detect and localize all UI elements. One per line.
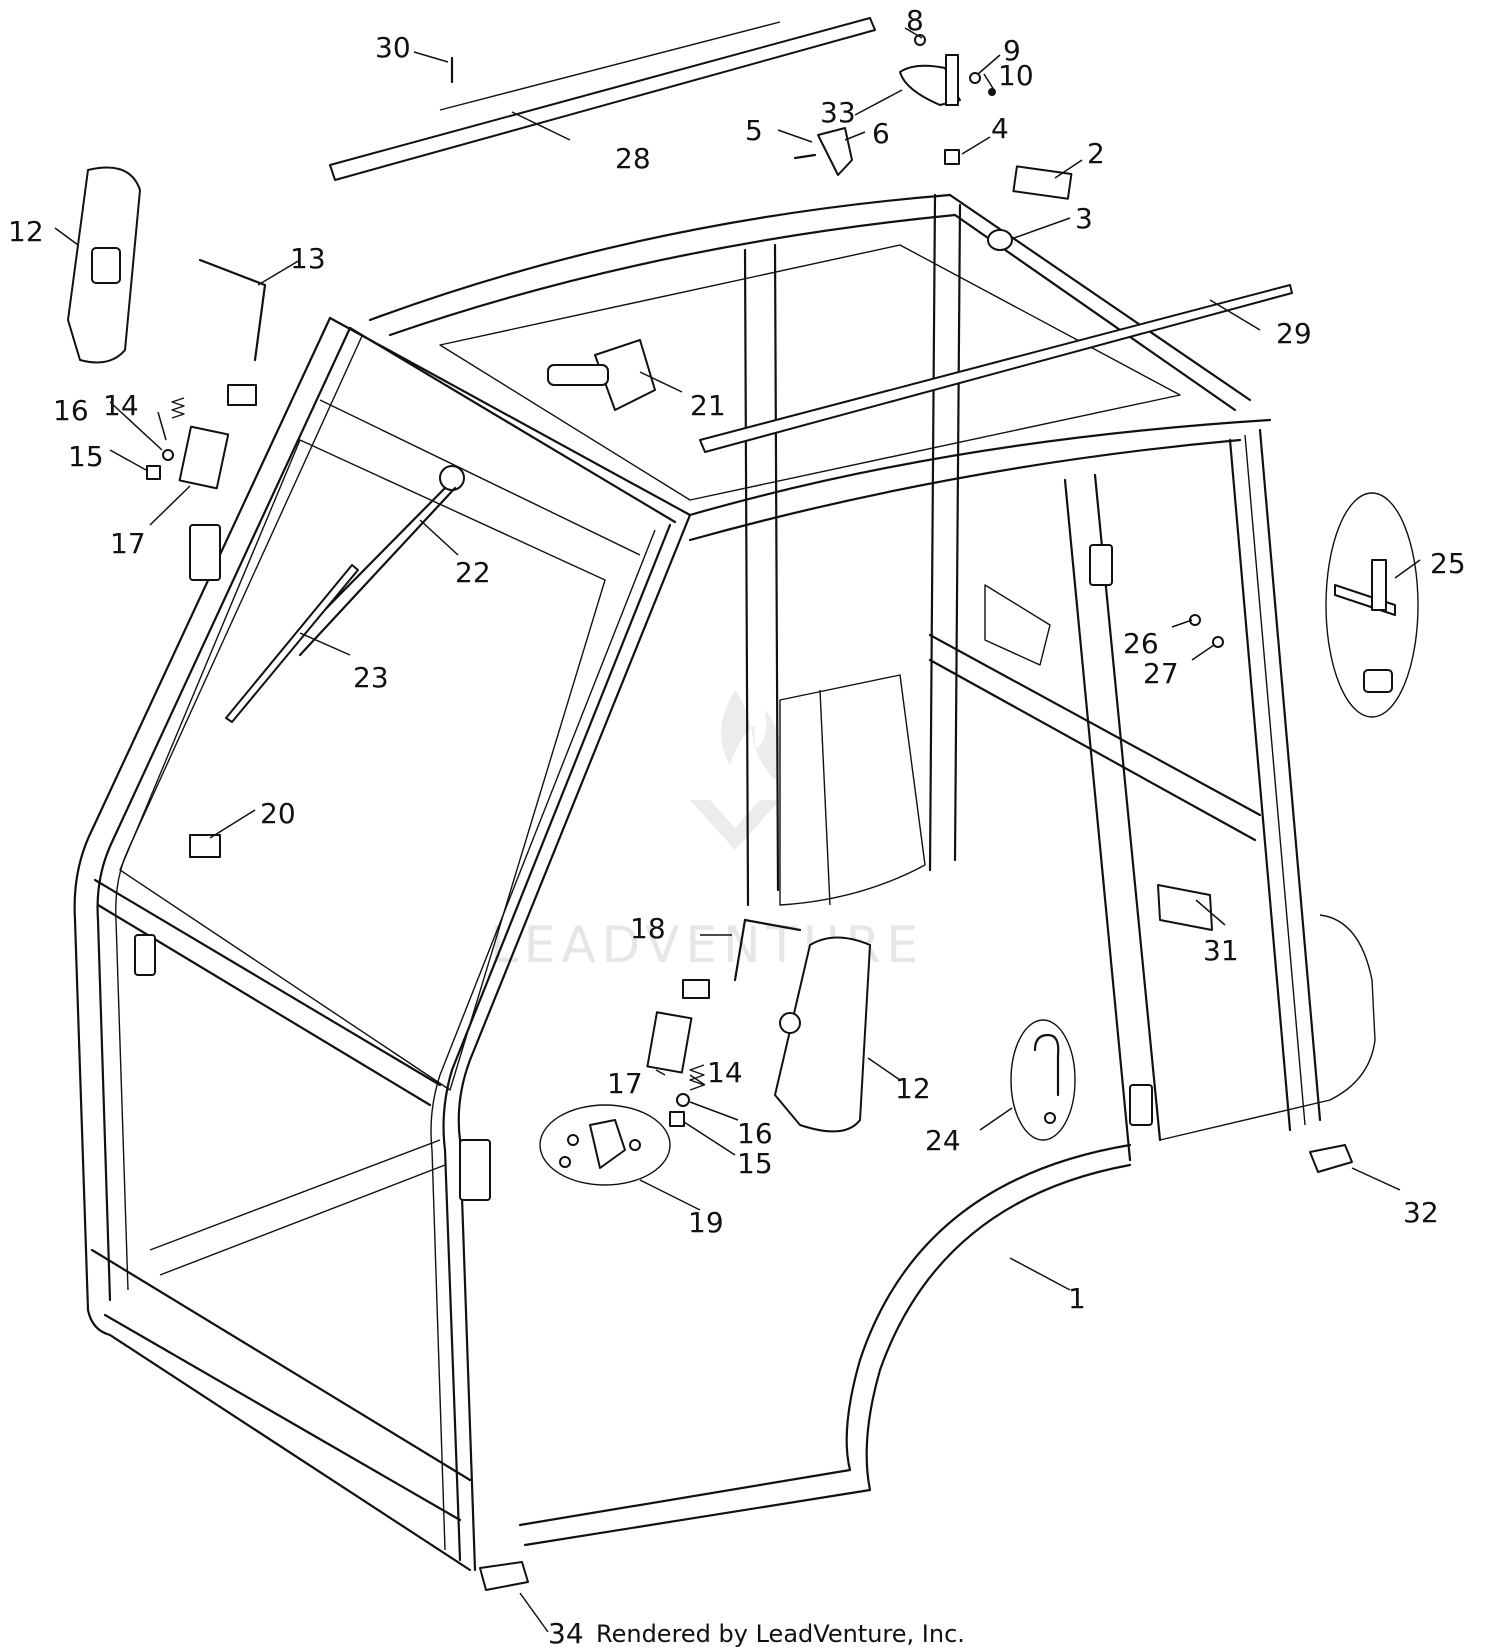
nut-15-lower xyxy=(669,1111,685,1127)
callout-labels: 1 2 3 4 5 6 8 9 10 12 12 13 14 14 15 15 … xyxy=(8,4,1466,1650)
callout-34: 34 xyxy=(548,1617,584,1650)
callout-17-lower: 17 xyxy=(607,1067,643,1100)
leader-lines xyxy=(54,27,1421,1633)
callout-29: 29 xyxy=(1276,317,1312,350)
callout-5: 5 xyxy=(745,114,763,147)
pad-17-lower xyxy=(646,1011,693,1074)
callout-21: 21 xyxy=(690,389,726,422)
callout-6: 6 xyxy=(872,117,890,150)
callout-12-lower: 12 xyxy=(895,1072,931,1105)
callout-20: 20 xyxy=(260,797,296,830)
callout-16-lower: 16 xyxy=(737,1117,773,1150)
watermark: LEADVENTURE xyxy=(490,690,918,974)
washer-16-lower xyxy=(676,1093,690,1107)
block-2 xyxy=(1012,165,1073,200)
render-credit: Rendered by LeadVenture, Inc. xyxy=(596,1620,965,1648)
callout-31: 31 xyxy=(1203,934,1239,967)
hinge-bracket-assembly xyxy=(899,34,996,106)
mirror-rod-18 xyxy=(733,918,747,982)
nut-15-upper xyxy=(146,465,161,480)
detail-24 xyxy=(1010,1019,1076,1141)
callout-15-upper: 15 xyxy=(68,440,104,473)
callout-19: 19 xyxy=(688,1206,724,1239)
callout-22: 22 xyxy=(455,556,491,589)
grommet-3 xyxy=(987,229,1013,251)
callout-3: 3 xyxy=(1075,202,1093,235)
callout-18: 18 xyxy=(630,912,666,945)
step-pad-34 xyxy=(479,1561,529,1591)
side-trim-strip xyxy=(699,284,1293,453)
wiper-blade-23 xyxy=(225,564,359,723)
callout-2: 2 xyxy=(1087,137,1105,170)
callout-12-upper: 12 xyxy=(8,215,44,248)
latch-20 xyxy=(189,834,221,858)
spring-14-lower xyxy=(689,1064,705,1091)
callout-16-upper: 16 xyxy=(53,394,89,427)
wiper-arm-22 xyxy=(288,465,465,657)
callout-8: 8 xyxy=(906,4,924,37)
detail-25 xyxy=(1325,492,1419,718)
callout-23: 23 xyxy=(353,661,389,694)
callout-30: 30 xyxy=(375,31,411,64)
cab-frame xyxy=(73,193,1376,1572)
callout-14-lower: 14 xyxy=(707,1056,743,1089)
callout-28: 28 xyxy=(615,142,651,175)
latch-31 xyxy=(1157,884,1213,931)
spring-14-upper xyxy=(171,397,185,419)
pad-17-upper xyxy=(178,425,230,490)
washer-16-upper xyxy=(162,449,174,461)
mirror-rod-18-arm xyxy=(743,918,802,932)
mount-block-lower xyxy=(682,979,710,999)
step-pad-32 xyxy=(1309,1144,1353,1173)
detail-19 xyxy=(539,1104,671,1186)
clip-assembly xyxy=(793,127,960,176)
mirror-rod-13 xyxy=(198,258,267,362)
wiper-motor-21 xyxy=(547,339,656,411)
callout-26: 26 xyxy=(1123,627,1159,660)
callout-15-lower: 15 xyxy=(737,1147,773,1180)
mirror-12-lower xyxy=(774,936,871,1133)
callout-13: 13 xyxy=(290,242,326,275)
callout-27: 27 xyxy=(1143,657,1179,690)
callout-14-upper: 14 xyxy=(103,389,139,422)
mount-block-upper xyxy=(227,384,257,406)
callout-1: 1 xyxy=(1068,1282,1086,1315)
roof-trim-strip xyxy=(329,17,876,181)
callout-32: 32 xyxy=(1403,1196,1439,1229)
callout-24: 24 xyxy=(925,1124,961,1157)
callout-17-upper: 17 xyxy=(110,527,146,560)
callout-10: 10 xyxy=(998,59,1034,92)
callout-25: 25 xyxy=(1430,547,1466,580)
callout-9: 9 xyxy=(1003,34,1021,67)
mirror-12-upper xyxy=(67,166,141,364)
nut-27 xyxy=(1212,636,1224,648)
callout-4: 4 xyxy=(991,112,1009,145)
callout-33: 33 xyxy=(820,96,856,129)
